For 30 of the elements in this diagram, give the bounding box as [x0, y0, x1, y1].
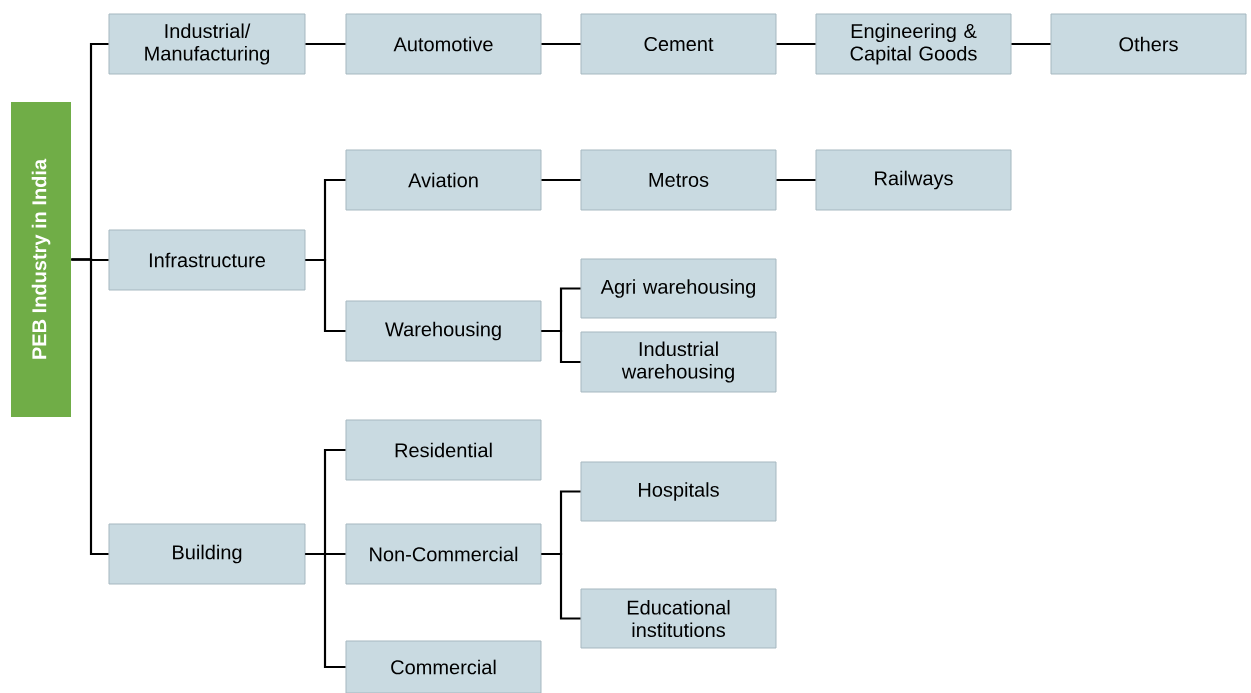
connector-line — [305, 552, 346, 669]
category-box: Educational institutions — [580, 588, 777, 649]
category-box: Railways — [815, 149, 1012, 211]
category-box: Industrial/ Manufacturing — [108, 13, 306, 75]
connector-line — [541, 42, 581, 46]
title-bar: PEB Industry in India — [11, 102, 71, 417]
connector-line — [541, 329, 581, 364]
category-box: Aviation — [345, 149, 542, 211]
connector-line — [541, 552, 581, 620]
category-box: Automotive — [345, 13, 542, 75]
connector-line — [776, 178, 816, 182]
category-box: Engineering & Capital Goods — [815, 13, 1012, 75]
category-box: Building — [108, 523, 306, 585]
category-box: Residential — [345, 419, 542, 481]
category-box: Industrial warehousing — [580, 331, 777, 393]
connector-line — [305, 42, 346, 46]
category-box: Infrastructure — [108, 229, 306, 291]
connector-line — [776, 42, 816, 46]
connector-line — [305, 258, 346, 333]
category-box: Others — [1050, 13, 1247, 75]
connector-line — [1011, 42, 1051, 46]
connector-line — [71, 258, 109, 556]
category-box: Agri warehousing — [580, 258, 777, 319]
category-box: Cement — [580, 13, 777, 75]
category-box: Hospitals — [580, 461, 777, 522]
connector-line — [541, 178, 581, 182]
category-box: Non-Commercial — [345, 523, 542, 585]
category-box: Warehousing — [345, 300, 542, 362]
category-box: Commercial — [345, 640, 542, 693]
category-box: Metros — [580, 149, 777, 211]
